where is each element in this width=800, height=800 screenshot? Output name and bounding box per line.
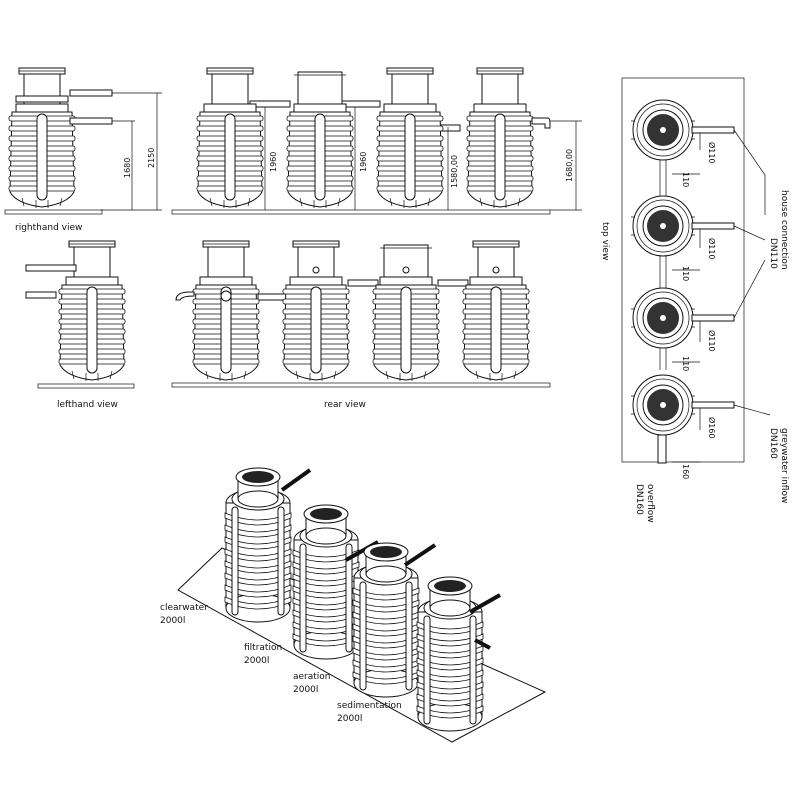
dim-top-pipe-2: Ø110	[707, 238, 717, 260]
righthand-view	[4, 67, 162, 215]
rear-view	[171, 240, 551, 388]
tank-name-sedimentation: sedimentation	[337, 701, 402, 711]
dim-top-pipe-3: Ø110	[707, 330, 717, 352]
dim-top-gap-4: 160	[681, 464, 690, 479]
overflow-dn: DN160	[634, 484, 644, 515]
top-view-label: top view	[600, 222, 610, 260]
tank-volume-filtration: 2000l	[244, 656, 269, 666]
rear-view-label: rear view	[324, 400, 366, 410]
dim-front-1: 1960	[269, 152, 278, 172]
house-connection-dn: DN110	[768, 238, 778, 269]
tank-name-clearwater: clearwater	[160, 603, 208, 613]
lefthand-view-label: lefthand view	[57, 400, 118, 410]
dim-top-gap-2: 110	[681, 266, 690, 281]
overflow-label: overflow	[645, 484, 655, 523]
tank-volume-aeration: 2000l	[293, 685, 318, 695]
greywater-inflow-dn: DN160	[768, 428, 778, 459]
tank-name-aeration: aeration	[293, 672, 331, 682]
tank-volume-sedimentation: 2000l	[337, 714, 362, 724]
dim-front-right: 1680,00	[565, 149, 574, 182]
house-connection-label: house connection	[779, 190, 789, 270]
dim-top-pipe-1: Ø110	[707, 142, 717, 164]
top-view	[621, 77, 771, 464]
dim-top-pipe-4: Ø160	[707, 417, 717, 439]
dim-side-top: 2150	[147, 148, 156, 168]
dim-side-inner: 1680	[123, 158, 132, 178]
dim-top-gap-1: 110	[681, 172, 690, 187]
righthand-view-label: righthand view	[15, 223, 82, 233]
tank-volume-clearwater: 2000l	[160, 616, 185, 626]
dim-front-3: 1580,00	[450, 155, 459, 188]
lefthand-view	[25, 240, 135, 389]
tank-name-filtration: filtration	[244, 643, 282, 653]
dim-top-gap-3: 110	[681, 356, 690, 371]
greywater-inflow-label: greywater inflow	[779, 428, 789, 503]
isometric-view	[177, 467, 547, 743]
dim-front-2: 1960	[359, 152, 368, 172]
front-view	[171, 67, 582, 215]
